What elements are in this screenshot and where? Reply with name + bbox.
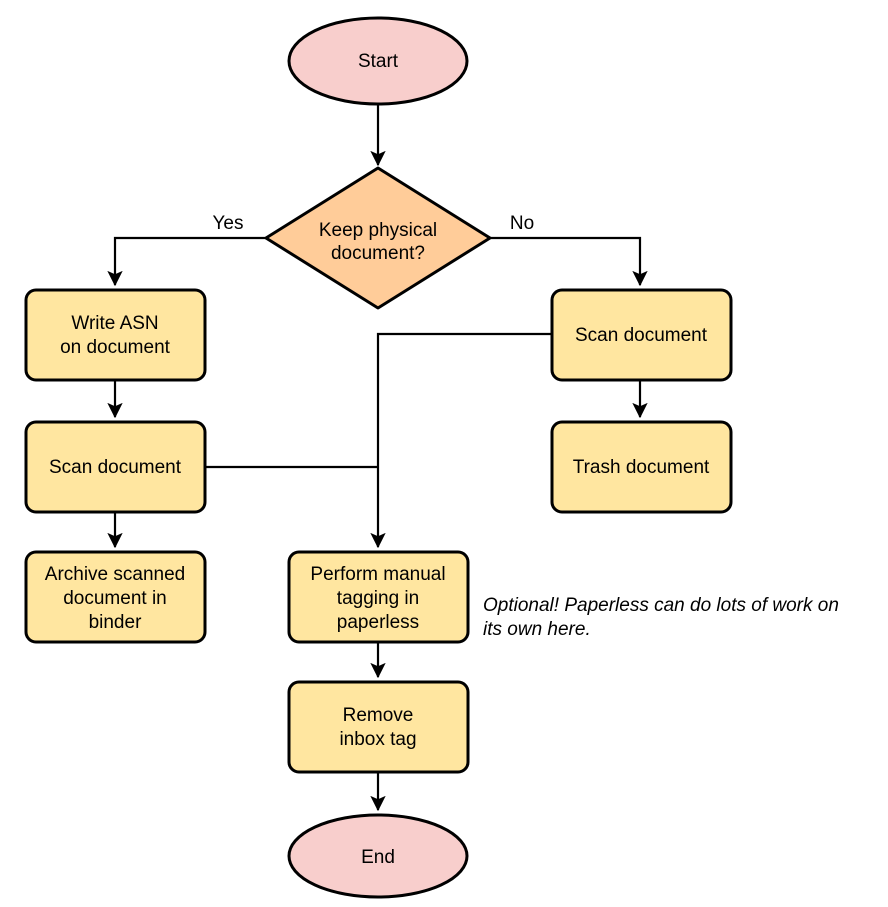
decision-label-line2: document? [331,243,425,264]
edge-decision-yes-to-write-asn [107,236,266,287]
node-perform-manual-tagging[interactable]: Perform manual tagging in paperless [287,550,470,644]
start-label: Start [358,51,399,72]
edge-label-yes: Yes [213,213,244,234]
node-start[interactable]: Start [287,16,469,106]
node-archive-scanned-document[interactable]: Archive scanned document in binder [24,550,207,644]
scan-left-rect-shape [24,420,207,514]
start-ellipse-shape [287,16,469,106]
archive-rect-shape [24,550,207,644]
node-scan-document-right[interactable]: Scan document [550,288,733,382]
tagging-label-line2: tagging in [337,588,419,609]
node-scan-document-left[interactable]: Scan document [24,420,207,514]
write-asn-label-line1: Write ASN [71,313,158,334]
archive-label-line2: document in [63,588,167,609]
end-label: End [361,847,395,868]
archive-label-line3: binder [89,612,142,633]
trash-rect-shape [550,420,733,514]
scan-right-label: Scan document [575,325,708,346]
tagging-rect-shape [287,550,470,644]
edge-label-no: No [510,213,534,234]
trash-label: Trash document [573,457,710,478]
remove-inbox-rect-shape [287,680,470,774]
note-line-2: its own here. [483,619,591,640]
node-remove-inbox-tag[interactable]: Remove inbox tag [287,680,470,774]
decision-diamond-shape [264,166,492,310]
edge-scan-right-to-tagging [370,332,552,549]
end-ellipse-shape [287,813,469,899]
note-optional-paperless: Optional! Paperless can do lots of work … [483,595,839,640]
node-write-asn-on-document[interactable]: Write ASN on document [24,288,207,382]
write-asn-rect-shape [24,288,207,382]
tagging-label-line1: Perform manual [310,564,445,585]
remove-inbox-label-line2: inbox tag [339,729,416,750]
tagging-label-line3: paperless [337,612,419,633]
remove-inbox-label-line1: Remove [343,705,414,726]
node-trash-document[interactable]: Trash document [550,420,733,514]
write-asn-label-line2: on document [60,337,171,358]
node-decision-keep-physical-document[interactable]: Keep physical document? [264,166,492,310]
archive-label-line1: Archive scanned [45,564,185,585]
edge-decision-no-to-scan-right [490,236,648,287]
scan-right-rect-shape [550,288,733,382]
node-end[interactable]: End [287,813,469,899]
decision-label-line1: Keep physical [319,220,437,241]
scan-left-label: Scan document [49,457,182,478]
note-line-1: Optional! Paperless can do lots of work … [483,595,839,616]
